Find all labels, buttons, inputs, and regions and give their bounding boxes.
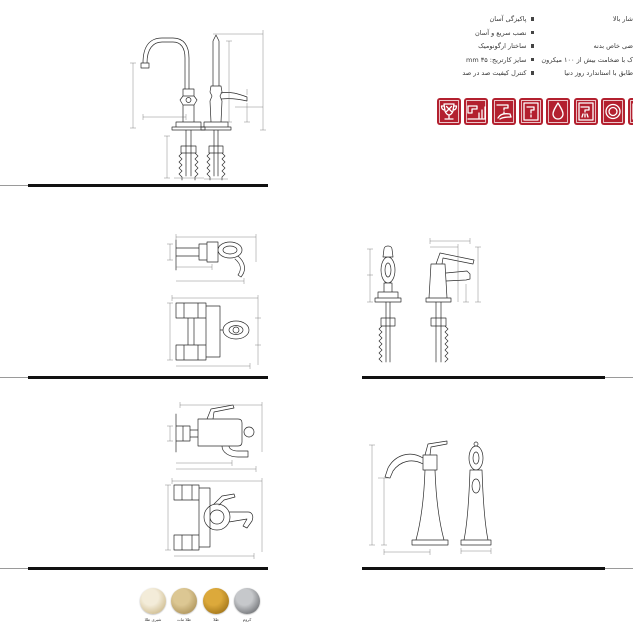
feature-badge (437, 98, 461, 125)
feature-badge (628, 98, 633, 125)
finish-label: کروم (242, 617, 252, 622)
finish-swatch (140, 588, 166, 614)
kitchen-faucet-side-view (200, 34, 248, 181)
feature-list-left: پاکیزگی آسان نصب سریع و آسان ساختار ارگو… (462, 13, 534, 81)
feature-badge (573, 98, 598, 125)
hand-wash-icon (495, 104, 512, 120)
feature-badge (491, 98, 516, 125)
section-rule-thick (28, 567, 268, 570)
quality-cup-icon (440, 103, 458, 120)
tall-basin-faucet-drawing (369, 440, 492, 555)
shower-mixer-drawing (167, 234, 261, 369)
bullet (530, 57, 534, 62)
feature-text: ساختار ارگونومیک (478, 42, 527, 50)
feature-badge (518, 98, 543, 125)
feature-badge-row (437, 98, 633, 126)
tall-basin-faucet-dimensions (369, 444, 492, 555)
kitchen-faucet-front-view (140, 37, 206, 181)
finish-swatch (171, 588, 197, 614)
finish-swatch (234, 588, 260, 614)
feature-badge (600, 98, 625, 125)
tall-basin-faucet-front-view (384, 440, 449, 546)
bullet (530, 30, 534, 35)
feature-item: کنترل کیفیت صد در صد (462, 67, 534, 81)
finish-label: طلا مات (177, 617, 191, 622)
basin-mixer-dimensions (367, 238, 481, 303)
shower-mixer-dimensions (167, 234, 261, 369)
partial-badge-icon (632, 103, 633, 120)
feature-text: کنترل کیفیت صد در صد (462, 69, 527, 77)
finish-label: طلا (213, 617, 219, 622)
bath-mixer-front-view (173, 484, 254, 551)
faucet-chart-icon (467, 105, 486, 120)
section-rule-thick (362, 567, 605, 570)
kitchen-faucet-drawing (130, 30, 266, 181)
feature-list-right: شار بالا ضی خاص بدنه ک با ضخامت بیش از ۱… (533, 0, 633, 90)
basin-mixer-front-view (374, 245, 402, 363)
finish-swatch (203, 588, 229, 614)
feature-text: ک با ضخامت بیش از ۱۰۰ میکرون (541, 55, 633, 64)
water-drop-icon (552, 102, 564, 120)
bullet (530, 44, 534, 48)
bath-mixer-top-view (175, 404, 255, 458)
spray-faucet-icon (577, 102, 594, 121)
cartridge-ring-icon (605, 103, 621, 120)
kitchen-faucet-dimensions (130, 30, 266, 180)
basin-mixer-side-view (425, 252, 475, 363)
feature-text: طابق با استاندارد روز دنیا (564, 69, 633, 77)
feature-text: ضی خاص بدنه (593, 42, 633, 50)
feature-text: شار بالا (612, 15, 633, 23)
finish-label: شیری طلا (144, 617, 162, 622)
faucet-frame-icon (523, 102, 539, 121)
feature-text: نصب سریع و آسان (475, 28, 527, 37)
basin-mixer-drawing (367, 238, 481, 363)
feature-text: پاکیزگی آسان (489, 15, 527, 23)
feature-item: ساختار ارگونومیک (462, 40, 534, 54)
feature-badge (546, 98, 571, 125)
tall-basin-faucet-side-view (460, 441, 492, 546)
section-rule-thick (28, 376, 268, 379)
bath-mixer-dimensions (165, 402, 263, 559)
bullet (530, 17, 534, 21)
feature-item: سایز کارتریج: ۳۵ mm (462, 54, 534, 68)
feature-item: نصب سریع و آسان (462, 27, 534, 41)
bath-mixer-drawing (165, 402, 263, 559)
bullet (530, 71, 534, 75)
section-rule-thick (362, 376, 605, 379)
feature-item: پاکیزگی آسان (462, 13, 534, 27)
feature-badge (464, 98, 489, 125)
section-rule-thick (28, 184, 268, 187)
shower-mixer-top-view (175, 239, 245, 278)
feature-text: سایز کارتریج: ۳۵ mm (466, 55, 527, 64)
shower-mixer-front-view (175, 302, 250, 361)
